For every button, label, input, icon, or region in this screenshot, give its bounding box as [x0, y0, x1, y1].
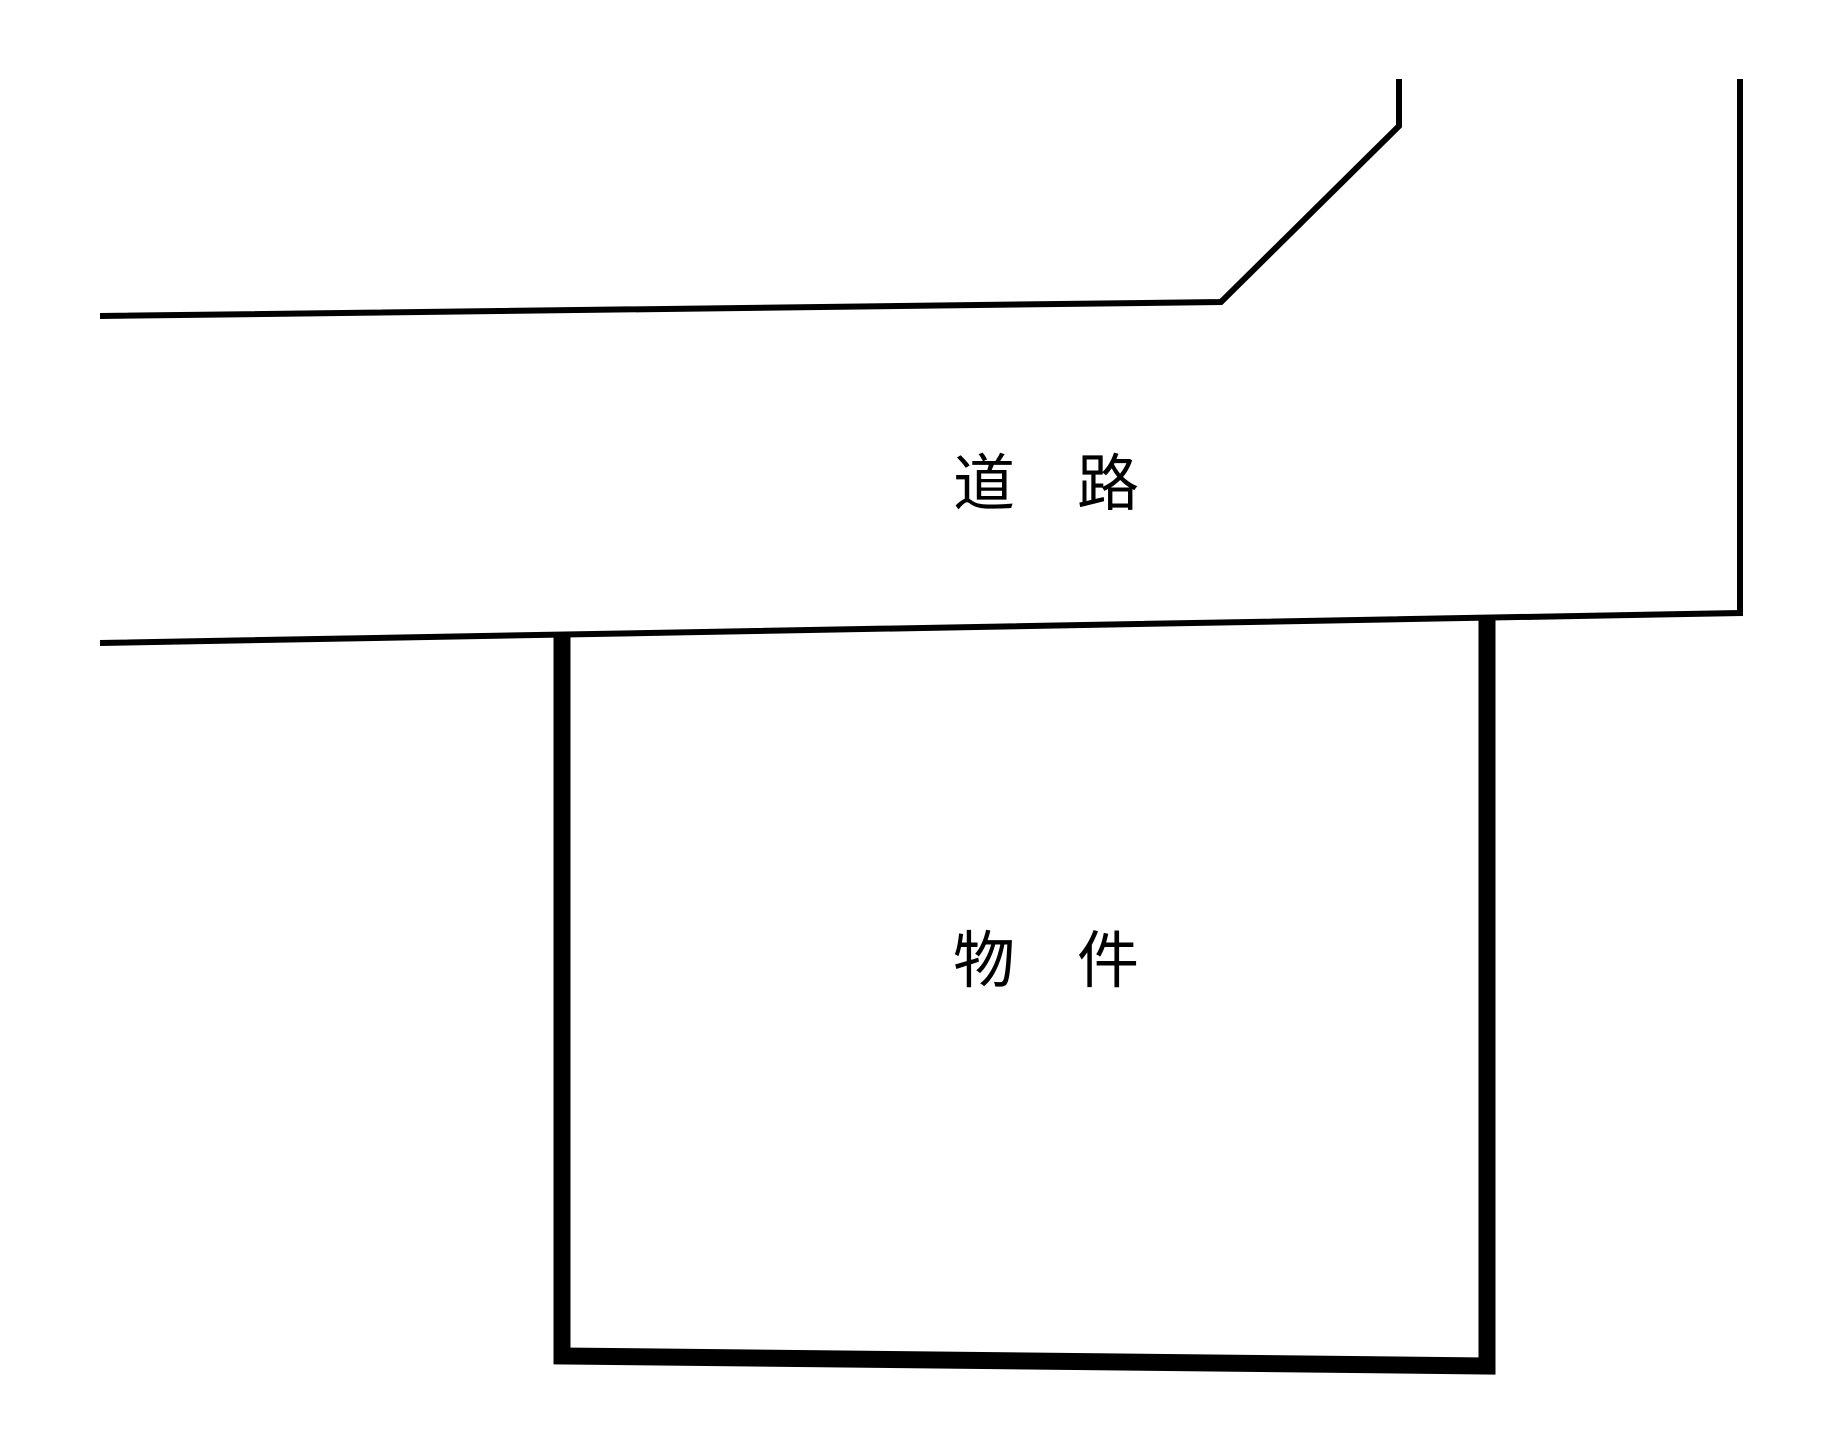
- property-boundary: [553, 618, 1496, 1375]
- road-label: 道 路: [953, 447, 1139, 520]
- road-upper-edge: [99, 79, 1402, 319]
- road-lower-edge: [99, 79, 1743, 646]
- property-label: 物 件: [953, 924, 1139, 997]
